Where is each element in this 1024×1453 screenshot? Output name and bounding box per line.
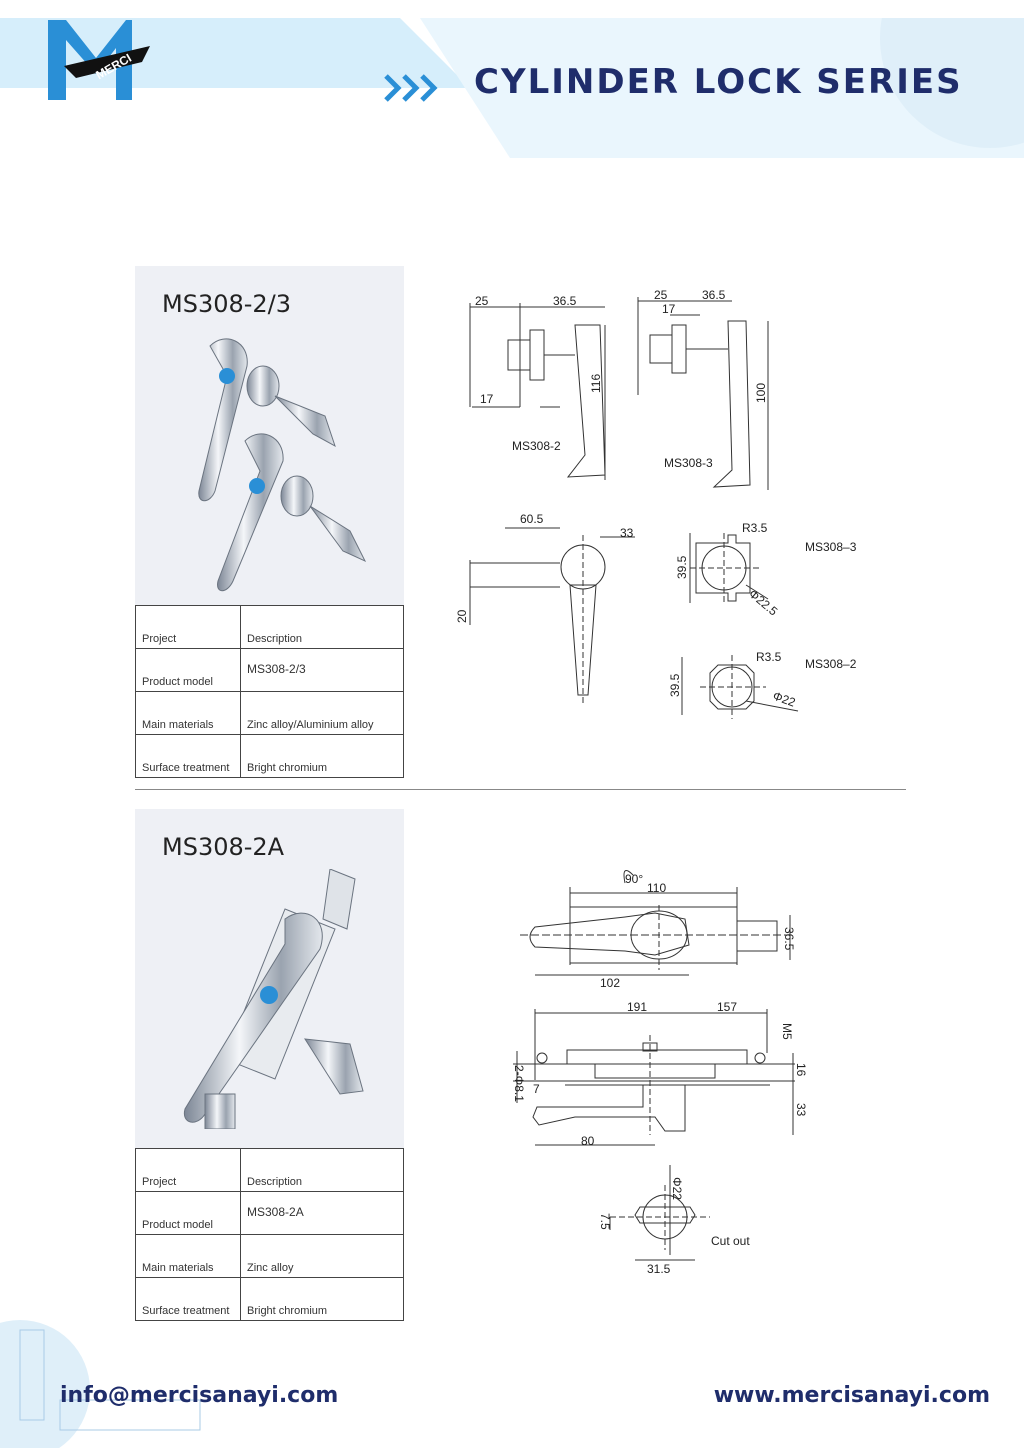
spec-value: MS308-2A [240,1191,404,1235]
table-row: Project Description [135,605,404,649]
table-row: Main materials Zinc alloy [135,1234,404,1278]
spec-table-ms308-2-3: Project Description Product model MS308-… [135,605,404,778]
chevron-arrows-icon [384,73,444,108]
dim-label: 100 [754,383,768,403]
dim-label: 102 [600,976,620,990]
spec-value: Zinc alloy/Aluminium alloy [240,691,404,735]
spec-label: Main materials [135,1234,241,1278]
dim-label: 36.5 [782,927,796,951]
dim-label: 31.5 [647,1262,671,1276]
dim-label: Φ22.5 [746,587,780,619]
dim-label: 16 [794,1063,808,1077]
table-row: Surface treatment Bright chromium [135,1277,404,1321]
footer-website[interactable]: www.mercisanayi.com [713,1383,990,1408]
table-row: Product model MS308-2A [135,1191,404,1235]
dim-label: 33 [794,1103,808,1117]
spec-value: MS308-2/3 [240,648,404,692]
dim-label: 33 [620,526,634,540]
spec-value: Bright chromium [240,1277,404,1321]
table-row: Main materials Zinc alloy/Aluminium allo… [135,691,404,735]
spec-label: Product model [135,648,241,692]
dim-label: 39.5 [675,555,689,579]
spec-value: Description [240,605,404,649]
product-card-ms308-2a: MS308-2A [135,809,404,1148]
dim-label: R3.5 [742,521,768,535]
cutout-label-ms308-3: MS308–3 [805,540,857,554]
spec-value: Zinc alloy [240,1234,404,1278]
section-divider [135,789,906,790]
cutout-label-ms308-2: MS308–2 [805,657,857,671]
technical-drawing-ms308-2-3: 25 36.5 17 116 MS308-2 25 36.5 17 100 MS… [450,285,890,730]
dim-label: 17 [662,302,676,316]
spec-label: Surface treatment [135,734,241,778]
page-title: CYLINDER LOCK SERIES [474,62,963,102]
dim-label: 36.5 [553,294,577,308]
spec-label: Surface treatment [135,1277,241,1321]
dim-label: 25 [475,294,489,308]
dim-label: 7 [533,1082,540,1096]
technical-drawing-ms308-2a: 90° 110 36.5 102 191 157 M5 16 33 2-Φ8.1… [505,855,825,1285]
cutout-label: Cut out [711,1234,750,1248]
dim-label: R3.5 [756,650,782,664]
product-photo-ms308-2a [135,868,404,1134]
dim-label: 7.5 [598,1213,612,1230]
dim-label: 90° [625,872,643,886]
merci-logo: MERCI [46,18,156,102]
dim-label: 116 [589,374,603,393]
product-title: MS308-2A [162,833,285,861]
spec-label: Main materials [135,691,241,735]
product-photo-ms308-2-3 [135,326,404,601]
dim-label: 191 [627,1000,647,1014]
product-title: MS308-2/3 [162,290,292,318]
dim-label: 39.5 [668,673,682,697]
dim-label: M5 [780,1023,794,1040]
spec-table-ms308-2a: Project Description Product model MS308-… [135,1148,404,1321]
dim-label: 25 [654,288,668,302]
dim-label: 17 [480,392,494,406]
dim-label: 110 [647,881,666,895]
dim-label: 2-Φ8.1 [512,1065,526,1102]
table-row: Product model MS308-2/3 [135,648,404,692]
dim-label: 36.5 [702,288,726,302]
product-card-ms308-2-3: MS308-2/3 [135,266,404,605]
dim-label: 20 [455,609,469,623]
dim-label: 60.5 [520,512,544,526]
dim-label: 157 [717,1000,737,1014]
spec-label: Project [135,605,241,649]
footer-email[interactable]: info@mercisanayi.com [60,1383,339,1408]
spec-value: Description [240,1148,404,1192]
spec-value: Bright chromium [240,734,404,778]
dim-label: 80 [581,1134,595,1148]
dim-label: Φ22 [670,1177,684,1200]
table-row: Surface treatment Bright chromium [135,734,404,778]
drawing-label-ms308-3: MS308-3 [664,456,713,470]
drawing-label-ms308-2: MS308-2 [512,439,561,453]
footer-decoration [0,1300,210,1453]
spec-label: Project [135,1148,241,1192]
spec-label: Product model [135,1191,241,1235]
table-row: Project Description [135,1148,404,1192]
